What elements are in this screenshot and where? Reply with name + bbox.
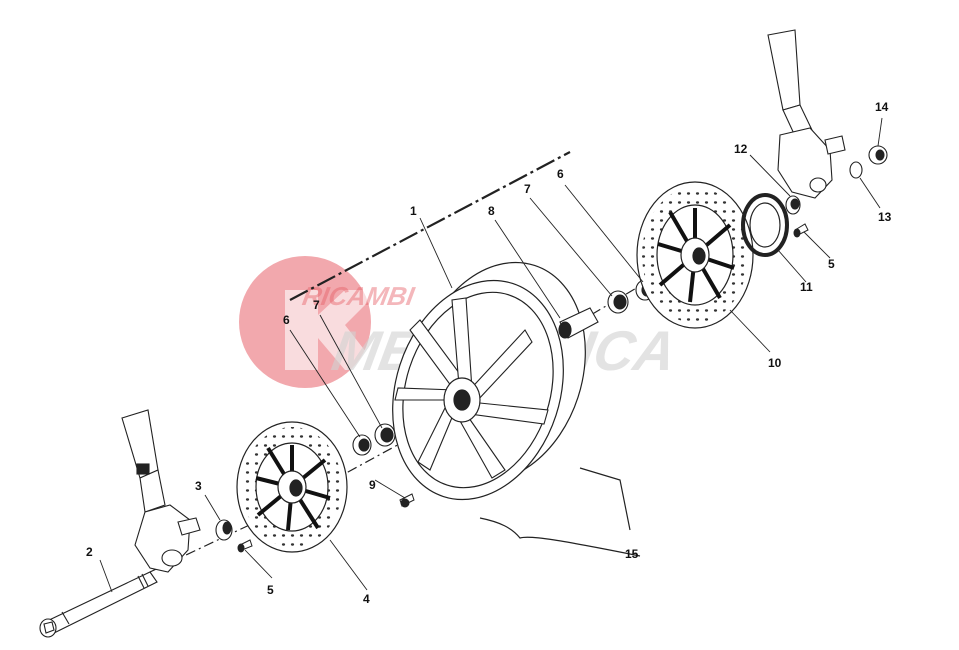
callout-6b: 6 [557, 167, 564, 181]
leader-lines [99, 117, 883, 593]
watermark-line1: RICAMBI [300, 281, 417, 311]
left-bearing [374, 423, 396, 447]
callout-5b: 5 [828, 257, 835, 271]
callout-1: 1 [410, 204, 417, 218]
callout-9: 9 [369, 478, 376, 492]
callout-11: 11 [800, 280, 813, 294]
callout-4: 4 [363, 592, 370, 606]
callout-13: 13 [878, 210, 892, 224]
callout-10: 10 [768, 356, 782, 370]
center-spacer [558, 307, 599, 339]
axle-nut [868, 145, 888, 165]
callout-7a: 7 [313, 298, 320, 312]
left-fork-leg [121, 409, 201, 573]
callout-5a: 5 [267, 583, 274, 597]
callout-3: 3 [195, 479, 202, 493]
right-carrier-bolt [793, 223, 809, 238]
callout-15: 15 [625, 547, 639, 561]
callout-2: 2 [86, 545, 93, 559]
right-brake-disc [636, 181, 754, 329]
callout-12: 12 [734, 142, 748, 156]
watermark-k-mark [285, 290, 380, 370]
right-spacer [785, 195, 801, 215]
right-bearing [607, 290, 629, 314]
callout-14: 14 [875, 100, 889, 114]
watermark-logo: RICAMBI MECCANICA [239, 256, 681, 388]
callout-7b: 7 [524, 182, 531, 196]
wheel-axle [39, 571, 158, 638]
phonic-wheel [741, 193, 789, 257]
sensor-cable [479, 467, 641, 557]
left-seal [352, 434, 372, 456]
right-fork-leg [767, 29, 846, 199]
left-spacer [215, 519, 233, 541]
washer [849, 161, 863, 179]
callout-6a: 6 [283, 313, 290, 327]
front-wheel [392, 261, 586, 501]
valve-stem [399, 493, 415, 508]
left-disc-bolt [237, 539, 253, 553]
left-brake-disc [236, 421, 348, 553]
callout-8: 8 [488, 204, 495, 218]
callout-labels: 1 2 3 4 5 5 6 6 7 7 8 9 10 11 12 13 14 1… [86, 100, 892, 606]
